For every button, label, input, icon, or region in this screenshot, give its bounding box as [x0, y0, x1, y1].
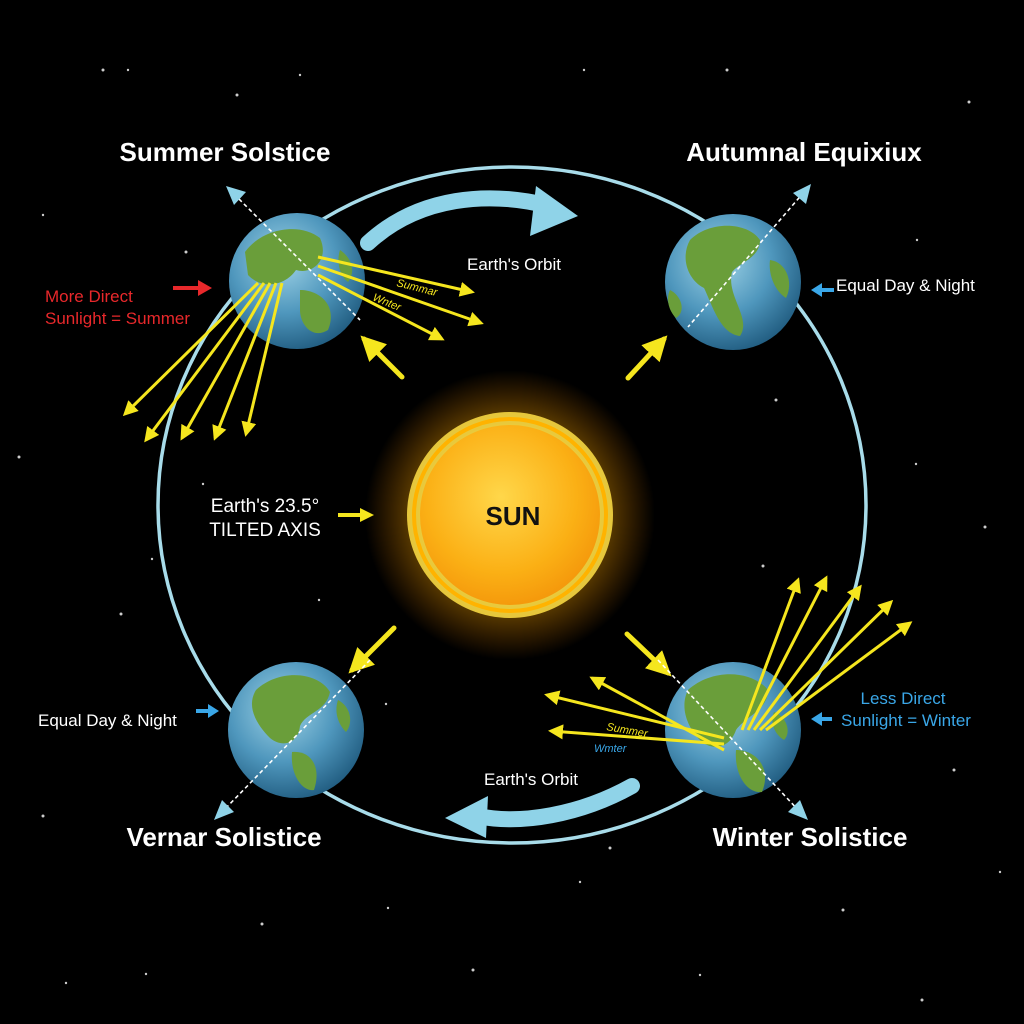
arrow-left-icon-blue	[811, 712, 832, 726]
globe-icon-autumn	[665, 214, 801, 350]
arrow-right-icon	[173, 280, 212, 296]
autumnal-equinox-title: Autumnal Equixiux	[686, 137, 922, 167]
less-direct-label-line2: Sunlight = Winter	[841, 711, 971, 730]
vernal-solstice-title: Vernar Solistice	[126, 822, 321, 852]
orbit-arrow-top	[360, 186, 578, 251]
summer-sunlight-rays	[122, 255, 484, 443]
orbit-label-bottom: Earth's Orbit	[484, 770, 578, 789]
more-direct-label-line2: Sunlight = Summer	[45, 309, 190, 328]
winter-ray-label-bottom: Wmter	[594, 743, 628, 755]
earth-axes	[221, 191, 805, 813]
tilted-axis-label-line1: Earth's 23.5°	[211, 496, 319, 517]
arrow-left-icon	[811, 283, 834, 297]
summer-solstice-title: Summer Solstice	[120, 137, 331, 167]
more-direct-label-line1: More Direct	[45, 287, 133, 306]
winter-sunlight-rays	[544, 575, 913, 752]
axis-arrowheads	[214, 184, 811, 820]
orbit-arrow-bottom	[445, 778, 640, 838]
arrow-right-icon-blue	[196, 704, 219, 718]
sun-icon	[365, 370, 655, 660]
sun-label: SUN	[486, 501, 541, 531]
tilted-axis-label-line2: TILTED AXIS	[209, 520, 321, 541]
orbit-label-top: Earth's Orbit	[467, 255, 561, 274]
orbit-ellipse	[156, 165, 868, 845]
globe-icon-vernal	[228, 662, 364, 798]
axis-pointer-arrow	[338, 508, 374, 522]
equal-day-night-label-right: Equal Day & Night	[836, 276, 975, 295]
sun-rays-to-earths	[348, 335, 672, 677]
less-direct-label-line1: Less Direct	[860, 689, 945, 708]
winter-solstice-title: Winter Solistice	[713, 822, 908, 852]
equal-day-night-label-left: Equal Day & Night	[38, 711, 177, 730]
star-field	[17, 68, 1002, 1002]
globe-icon-summer	[229, 213, 365, 349]
